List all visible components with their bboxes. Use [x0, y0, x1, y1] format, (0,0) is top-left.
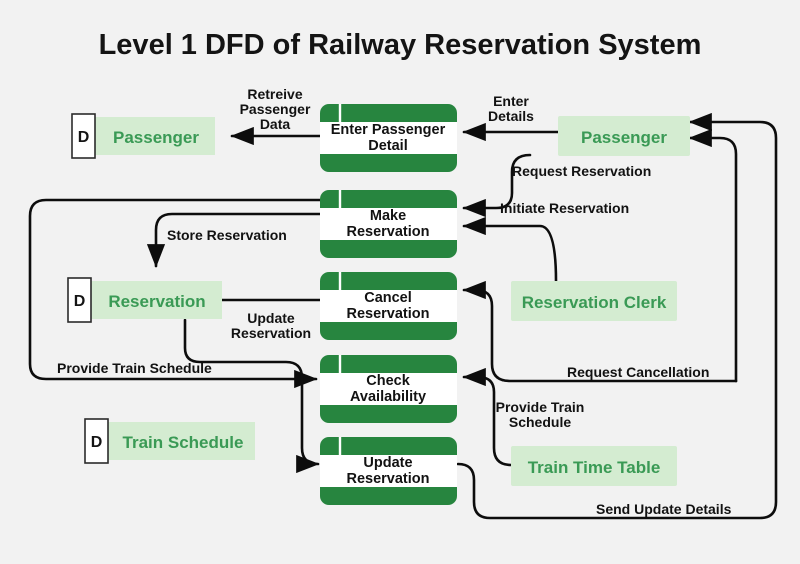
flow-line-provide-train-schedule-right [462, 367, 513, 467]
flow-line-send-update-details [456, 112, 778, 520]
process-label-line2: Reservation [346, 224, 429, 240]
data-store-label: Train Schedule [123, 433, 244, 452]
flow-label-provide-train-schedule-right: Provide Train Schedule [496, 399, 585, 430]
process-make-reservation[interactable]: Make Reservation [320, 190, 457, 258]
svg-text:Enter: Enter [493, 93, 529, 109]
external-entity-label: Train Time Table [528, 458, 661, 477]
svg-text:Retreive: Retreive [247, 86, 302, 102]
data-store-marker: D [74, 293, 86, 310]
external-entity-train-time-table[interactable]: Train Time Table [511, 446, 677, 486]
data-store-label: Reservation [108, 292, 205, 311]
process-label-line1: Make [370, 208, 406, 224]
data-store-reservation[interactable]: D Reservation [67, 277, 222, 323]
flow-label-enter-details: Enter Details [488, 93, 534, 124]
external-entity-label: Passenger [581, 128, 667, 147]
flow-line-initiate-reservation [462, 216, 558, 283]
process-label-line2: Reservation [346, 306, 429, 322]
flow-label-send-update-details: Send Update Details [596, 501, 732, 517]
external-entity-label: Reservation Clerk [522, 293, 667, 312]
process-label-line2: Detail [368, 138, 408, 154]
flow-label-initiate-reservation: Initiate Reservation [500, 200, 629, 216]
process-label-line1: Cancel [364, 290, 412, 306]
svg-text:Passenger: Passenger [240, 101, 311, 117]
process-enter-passenger-detail[interactable]: Enter Passenger Detail [320, 104, 457, 172]
flow-line-cancellation-return [688, 128, 738, 383]
process-check-availability[interactable]: Check Availability [320, 355, 457, 423]
process-update-reservation[interactable]: Update Reservation [320, 437, 457, 505]
flow-label-retrieve-passenger-data: Retreive Passenger Data [240, 86, 311, 132]
flow-label-update-reservation: Update Reservation [231, 310, 311, 341]
svg-text:Provide Train: Provide Train [496, 399, 585, 415]
flow-line-store-reservation [146, 212, 322, 268]
data-store-marker: D [78, 129, 90, 146]
svg-text:Reservation: Reservation [231, 325, 311, 341]
external-entity-reservation-clerk[interactable]: Reservation Clerk [511, 281, 677, 321]
process-label-line1: Update [363, 455, 412, 471]
process-label-line1: Enter Passenger [331, 122, 446, 138]
data-store-train-schedule[interactable]: D Train Schedule [84, 418, 255, 464]
flow-line-request-cancellation [462, 280, 738, 383]
flow-label-request-reservation: Request Reservation [512, 163, 651, 179]
flow-label-provide-train-schedule-left: Provide Train Schedule [57, 360, 212, 376]
data-flow-lines [28, 112, 778, 520]
process-cancel-reservation[interactable]: Cancel Reservation [320, 272, 457, 340]
external-entity-passenger[interactable]: Passenger [558, 116, 690, 156]
process-label-line2: Reservation [346, 471, 429, 487]
data-store-passenger[interactable]: D Passenger [71, 113, 215, 159]
flow-label-store-reservation: Store Reservation [167, 227, 287, 243]
data-store-marker: D [91, 434, 103, 451]
process-label-line1: Check [366, 373, 410, 389]
page-title: Level 1 DFD of Railway Reservation Syste… [99, 29, 702, 61]
svg-text:Update: Update [247, 310, 295, 326]
svg-text:Schedule: Schedule [509, 414, 571, 430]
svg-text:Data: Data [260, 116, 291, 132]
flow-line-request-reservation [462, 153, 532, 218]
process-label-line2: Availability [350, 389, 426, 405]
svg-text:Details: Details [488, 108, 534, 124]
flow-line-reservation-to-update [183, 318, 320, 474]
flow-label-request-cancellation: Request Cancellation [567, 364, 709, 380]
data-store-label: Passenger [113, 128, 199, 147]
data-flow-labels: Retreive Passenger Data Enter Details Re… [57, 86, 732, 517]
flow-line-provide-train-schedule-left [28, 198, 322, 389]
